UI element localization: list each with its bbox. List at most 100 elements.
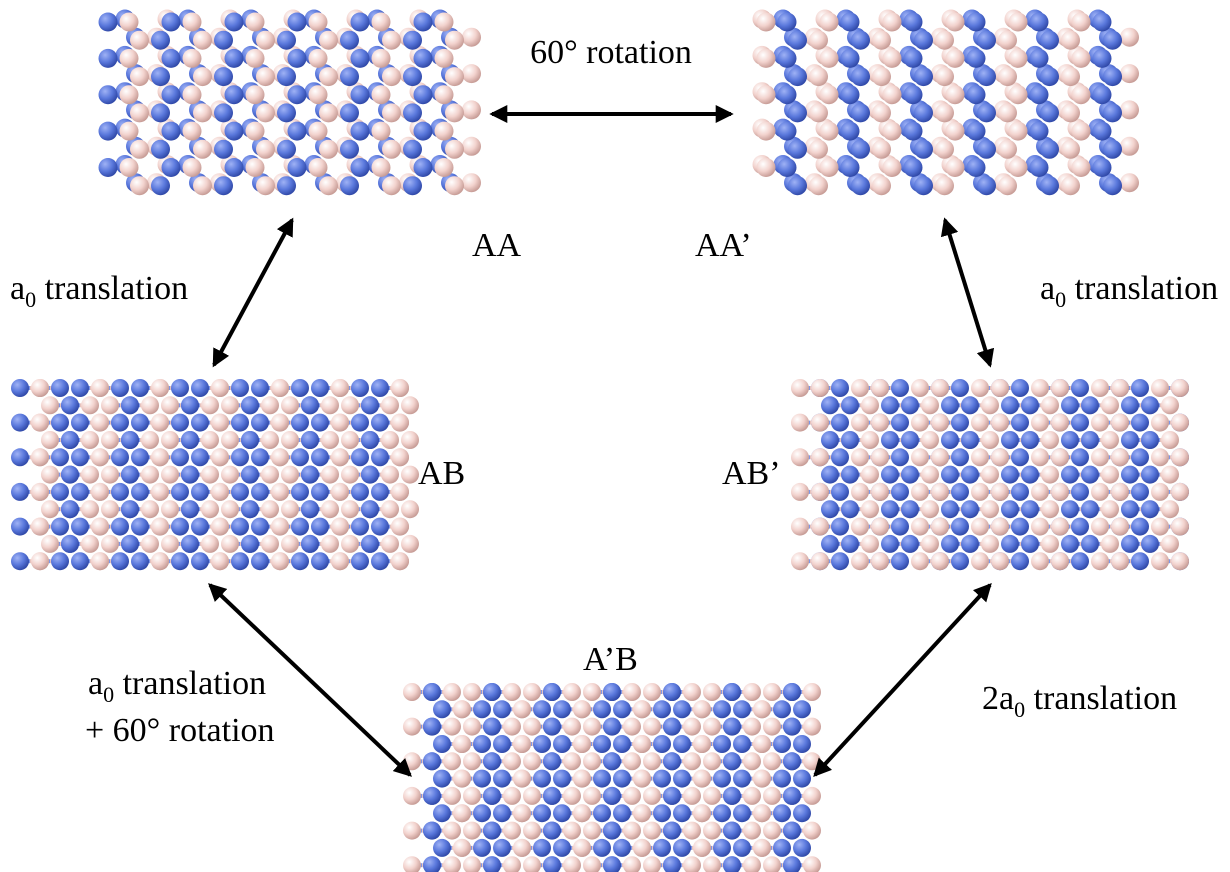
boron-atom — [31, 413, 49, 432]
boron-atom — [443, 717, 461, 736]
boron-atom — [851, 482, 869, 501]
boron-atom — [991, 552, 1009, 571]
nitrogen-atom — [1040, 139, 1059, 159]
nitrogen-atom — [777, 85, 797, 105]
nitrogen-atom — [851, 103, 870, 123]
boron-atom — [573, 769, 591, 788]
boron-atom — [308, 12, 328, 32]
label-60-rotation: 60° rotation — [530, 34, 692, 71]
nitrogen-atom — [1103, 30, 1122, 50]
nitrogen-atom — [291, 552, 309, 571]
nitrogen-atom — [903, 12, 923, 32]
nitrogen-atom — [71, 413, 89, 432]
boron-atom — [851, 413, 869, 432]
nitrogen-atom — [1103, 103, 1122, 123]
boron-atom — [991, 448, 1009, 467]
nitrogen-atom — [1011, 517, 1029, 536]
boron-atom — [803, 717, 821, 736]
boron-atom — [434, 48, 454, 68]
nitrogen-atom — [191, 448, 209, 467]
boron-atom — [583, 856, 601, 872]
nitrogen-atom — [533, 838, 551, 857]
boron-atom — [221, 534, 239, 553]
nitrogen-atom — [603, 717, 621, 736]
nitrogen-atom — [51, 482, 69, 501]
boron-atom — [319, 67, 338, 87]
boron-atom — [308, 85, 328, 105]
nitrogen-atom — [663, 856, 681, 872]
boron-atom — [871, 482, 889, 501]
nitrogen-atom — [121, 431, 139, 449]
boron-atom — [809, 67, 828, 87]
boron-atom — [1071, 48, 1091, 68]
nitrogen-atom — [543, 856, 561, 872]
nitrogen-atom — [71, 379, 89, 397]
nitrogen-atom — [11, 482, 29, 501]
nitrogen-atom — [224, 48, 244, 68]
boron-atom — [1171, 517, 1189, 536]
boron-atom — [1041, 500, 1059, 519]
boron-atom — [1008, 158, 1028, 177]
boron-atom — [573, 838, 591, 857]
nitrogen-atom — [1081, 396, 1099, 415]
boron-atom — [743, 856, 761, 872]
nitrogen-atom — [287, 85, 307, 105]
nitrogen-atom — [1029, 48, 1049, 68]
boron-atom — [41, 431, 59, 449]
boron-atom — [882, 48, 902, 68]
boron-atom — [791, 517, 809, 536]
nitrogen-atom — [673, 769, 691, 788]
nitrogen-atom — [891, 517, 909, 536]
boron-atom — [1171, 413, 1189, 432]
boron-atom — [331, 482, 349, 501]
boron-atom — [643, 717, 661, 736]
boron-atom — [101, 465, 119, 484]
nitrogen-atom — [653, 735, 671, 753]
boron-atom — [991, 413, 1009, 432]
boron-atom — [563, 752, 581, 771]
boron-atom — [31, 552, 49, 571]
nitrogen-atom — [831, 379, 849, 397]
boron-atom — [193, 176, 212, 196]
boron-atom — [271, 448, 289, 467]
nitrogen-atom — [350, 48, 370, 68]
boron-atom — [623, 683, 641, 701]
nitrogen-atom — [151, 30, 170, 50]
boron-atom — [130, 103, 149, 123]
boron-atom — [391, 413, 409, 432]
nitrogen-atom — [903, 158, 923, 177]
boron-atom — [453, 804, 471, 823]
nitrogen-atom — [1103, 67, 1122, 87]
nitrogen-atom — [1001, 500, 1019, 519]
nitrogen-atom — [371, 482, 389, 501]
nitrogen-atom — [891, 379, 909, 397]
nitrogen-atom — [593, 735, 611, 753]
boron-atom — [503, 856, 521, 872]
boron-atom — [693, 700, 711, 719]
nitrogen-atom — [291, 448, 309, 467]
boron-atom — [791, 413, 809, 432]
boron-atom — [971, 413, 989, 432]
nitrogen-atom — [171, 552, 189, 571]
nitrogen-atom — [773, 700, 791, 719]
nitrogen-atom — [783, 752, 801, 771]
boron-atom — [756, 158, 776, 177]
nitrogen-atom — [161, 121, 181, 141]
nitrogen-atom — [723, 786, 741, 805]
boron-atom — [583, 683, 601, 701]
boron-atom — [371, 121, 391, 141]
boron-atom — [753, 804, 771, 823]
boron-atom — [911, 552, 929, 571]
boron-atom — [1031, 552, 1049, 571]
boron-atom — [31, 517, 49, 536]
boron-atom — [931, 379, 949, 397]
nitrogen-atom — [1011, 552, 1029, 571]
boron-atom — [141, 465, 159, 484]
boron-atom — [308, 158, 328, 177]
nitrogen-atom — [593, 769, 611, 788]
label-bottom-left-rotation: + 60° rotation — [85, 712, 275, 749]
boron-atom — [161, 500, 179, 519]
nitrogen-atom — [191, 482, 209, 501]
structure-a-prime-b — [403, 683, 821, 872]
boron-atom — [381, 465, 399, 484]
